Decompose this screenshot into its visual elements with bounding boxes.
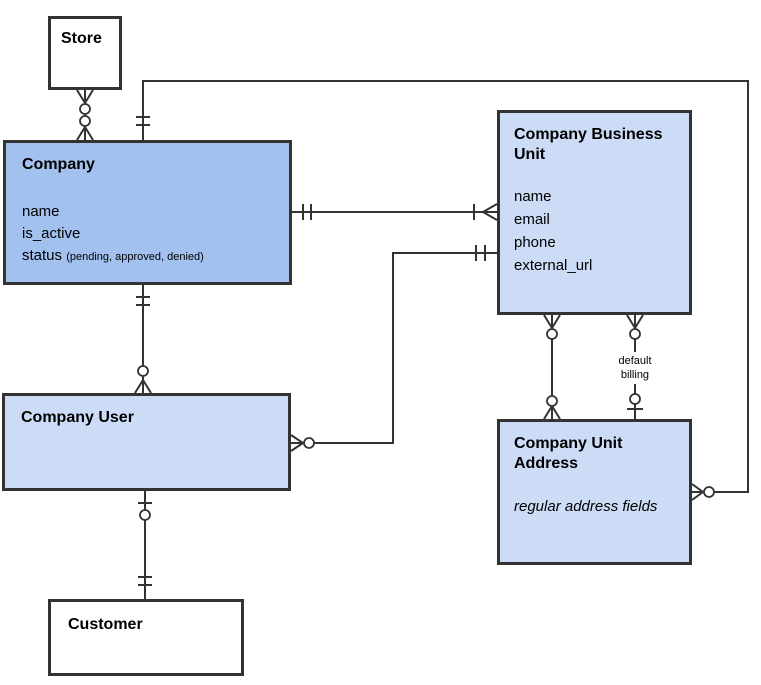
field-external-url: external_url xyxy=(514,257,593,274)
connector-company-company-business-unit xyxy=(292,203,498,221)
entity-store: Store xyxy=(48,16,122,90)
entity-company-unit-address: Company Unit Address regular address fie… xyxy=(497,419,692,565)
relationship-line xyxy=(291,252,497,444)
relationship-label-default-billing: default billing xyxy=(610,352,660,384)
optional-circle-icon xyxy=(139,509,151,521)
optional-circle-icon xyxy=(546,328,558,340)
one-hash-icon xyxy=(302,204,312,220)
crow-foot-many-icon xyxy=(480,203,498,221)
field-status-values: (pending, approved, denied) xyxy=(66,251,204,263)
entity-note: regular address fields xyxy=(514,498,658,515)
field-list: name is_active status (pending, approved… xyxy=(6,201,289,268)
crow-foot-many-icon xyxy=(76,89,94,105)
crow-foot-many-icon xyxy=(134,378,152,394)
entity-company-business-unit: Company Business Unit name email phone e… xyxy=(497,110,692,315)
field-email: email xyxy=(514,211,550,228)
optional-circle-icon xyxy=(137,365,149,377)
field-status-name: status xyxy=(22,247,63,264)
connector-cbu-cua-left xyxy=(543,314,561,420)
connector-store-company xyxy=(76,89,94,141)
entity-company-user: Company User xyxy=(2,393,291,491)
connector-company-company-user xyxy=(134,285,152,394)
optional-circle-icon xyxy=(629,393,641,405)
optional-circle-icon xyxy=(79,103,91,115)
one-hash-icon xyxy=(475,245,486,261)
entity-title: Company xyxy=(22,156,95,173)
entity-company: Company name is_active status (pending, … xyxy=(3,140,292,285)
optional-circle-icon xyxy=(703,486,715,498)
crow-foot-many-icon xyxy=(691,483,705,501)
entity-title: Customer xyxy=(68,616,143,633)
field-phone: phone xyxy=(514,234,556,251)
entity-title: Company Business Unit xyxy=(514,126,663,163)
field-name: name xyxy=(22,203,60,220)
entity-title: Company Unit Address xyxy=(514,435,623,472)
connector-company-user-customer xyxy=(138,491,152,599)
entity-title: Company User xyxy=(21,409,134,426)
relationship-line xyxy=(142,80,749,493)
optional-circle-icon xyxy=(629,328,641,340)
crow-foot-many-icon xyxy=(76,125,94,141)
entity-customer: Customer xyxy=(48,599,244,676)
connector-company-company-unit-address xyxy=(136,80,749,501)
crow-foot-many-icon xyxy=(543,404,561,420)
crow-foot-many-icon xyxy=(290,434,305,452)
field-list: name email phone external_url xyxy=(500,185,689,277)
optional-circle-icon xyxy=(303,437,315,449)
optional-circle-icon xyxy=(79,115,91,127)
crow-foot-many-icon xyxy=(626,314,644,330)
crow-foot-many-icon xyxy=(543,314,561,330)
entity-title: Store xyxy=(61,30,102,47)
optional-circle-icon xyxy=(546,395,558,407)
field-status: status (pending, approved, denied) xyxy=(22,245,273,268)
field-name: name xyxy=(514,188,552,205)
field-is-active: is_active xyxy=(22,225,81,242)
connector-company-user-company-business-unit xyxy=(290,245,497,452)
one-hash-icon xyxy=(138,576,152,586)
one-hash-icon xyxy=(136,296,150,306)
one-hash-icon xyxy=(136,116,150,126)
